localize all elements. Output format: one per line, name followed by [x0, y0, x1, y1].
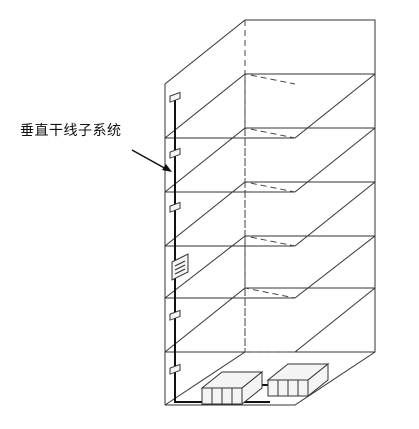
connector-floor-1 — [169, 363, 181, 375]
connector-floor-4 — [169, 201, 181, 213]
distribution-panel — [171, 253, 189, 281]
connector-floor-5 — [169, 147, 181, 159]
connector-floor-2 — [169, 309, 181, 321]
label-leader-arrow — [131, 149, 172, 172]
floor-slabs — [164, 73, 376, 406]
connector-floor-6 — [169, 91, 181, 103]
building-frame — [164, 19, 376, 406]
hidden-partitions — [244, 20, 296, 353]
equipment-rack-right — [266, 362, 330, 398]
equipment-rack-left — [200, 370, 264, 406]
floor-connectors — [169, 91, 181, 375]
system-label: 垂直干线子系统 — [20, 123, 122, 139]
